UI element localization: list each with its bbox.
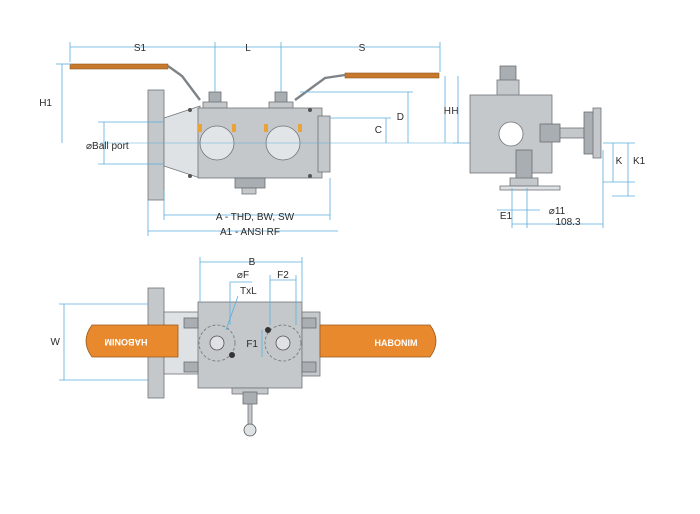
brand-right: HABONIM (375, 338, 418, 348)
brand-left: HABONIM (105, 337, 148, 347)
dim-E1-label: E1 (500, 211, 513, 222)
dim-W-label: W (51, 337, 61, 348)
dim-H1-label: H1 (39, 98, 52, 109)
dim-H-right-label: H (444, 106, 451, 117)
dim-A1-label: A1 - ANSI RF (220, 227, 280, 238)
dim-oF-label: ⌀F (237, 270, 249, 281)
right-lever-handle (344, 72, 440, 79)
dim-108-label: 108.3 (555, 217, 580, 228)
dim-TxL-label: TxL (240, 286, 257, 297)
inlet-flange (147, 89, 165, 201)
dim-F1-label: F1 (246, 339, 258, 350)
dim-D-label: D (397, 112, 404, 123)
top-view: HABONIM HABONIM B F2 ⌀F TxL F1 W (51, 257, 437, 437)
dim-o11-label: ⌀11 (549, 206, 566, 217)
dim-K-label: K (616, 156, 623, 167)
dim-C-label: C (375, 125, 382, 136)
right-lever (319, 324, 437, 358)
dim-A-label: A - THD, BW, SW (216, 212, 295, 223)
end-view: H K K1 E1 ⌀11 108.3 (444, 65, 646, 228)
side-view: S1 L S H1 D C H ⌀Ball port A - THD, BW, … (39, 42, 459, 238)
dim-F2-label: F2 (277, 270, 289, 281)
dim-B-label: B (249, 257, 256, 268)
ball-port-label: ⌀Ball port (86, 141, 129, 152)
dim-K1-label: K1 (633, 156, 646, 167)
dim-S-label: S (359, 43, 366, 54)
dim-S1-label: S1 (134, 43, 147, 54)
dim-L-label: L (245, 43, 251, 54)
left-lever-handle (69, 63, 169, 70)
dim-H-left-label: H (451, 106, 458, 117)
left-lever (85, 324, 179, 358)
